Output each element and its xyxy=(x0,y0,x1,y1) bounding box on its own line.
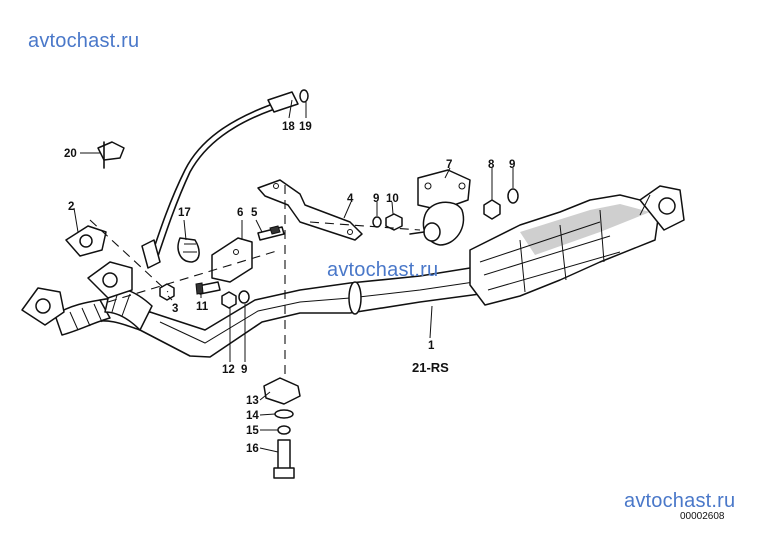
callout-18: 18 xyxy=(282,121,295,133)
bracket xyxy=(257,179,363,241)
callout-12: 12 xyxy=(222,364,235,376)
leader-lines xyxy=(73,99,514,453)
exhaust-pipe xyxy=(21,251,481,358)
callout-13: 13 xyxy=(246,395,259,407)
callout-9-mid: 9 xyxy=(373,193,379,205)
watermark-top-left: avtochast.ru xyxy=(28,30,140,52)
callout-numbers: 1 2 3 4 5 6 7 8 9 9 9 10 11 12 13 14 15 … xyxy=(64,121,515,455)
drawing-code: 00002608 xyxy=(680,511,725,522)
callout-15: 15 xyxy=(246,425,259,437)
callout-16: 16 xyxy=(246,443,259,455)
watermark-center: avtochast.ru xyxy=(327,259,439,281)
lower-hanger-assembly xyxy=(263,377,301,479)
callout-2: 2 xyxy=(68,201,74,213)
oxygen-sensor xyxy=(141,89,309,269)
callout-8: 8 xyxy=(488,159,495,171)
gasket-and-nut xyxy=(65,225,175,301)
callout-19: 19 xyxy=(299,121,312,133)
assembly-guide-lines xyxy=(89,185,421,380)
callout-6: 6 xyxy=(237,207,243,219)
rear-silencer xyxy=(469,185,685,306)
callout-5: 5 xyxy=(251,207,258,219)
callout-14: 14 xyxy=(246,410,259,422)
callout-3: 3 xyxy=(172,303,178,315)
rubber-mount-assembly xyxy=(372,169,519,246)
callout-11: 11 xyxy=(196,301,209,313)
callout-7: 7 xyxy=(446,159,452,171)
callout-1: 1 xyxy=(428,340,435,352)
callout-9-right: 9 xyxy=(509,159,515,171)
callout-17: 17 xyxy=(178,207,191,219)
callout-20: 20 xyxy=(64,148,77,160)
watermark-bottom-right: avtochast.ru xyxy=(624,490,736,512)
callout-10: 10 xyxy=(386,193,399,205)
callout-9-low: 9 xyxy=(241,364,247,376)
bolt-nut-washer xyxy=(195,281,250,309)
assembly-label: 21-RS xyxy=(412,360,449,375)
clamp-and-bolt xyxy=(177,225,285,283)
callout-4: 4 xyxy=(347,193,354,205)
bracket-small xyxy=(97,141,125,169)
